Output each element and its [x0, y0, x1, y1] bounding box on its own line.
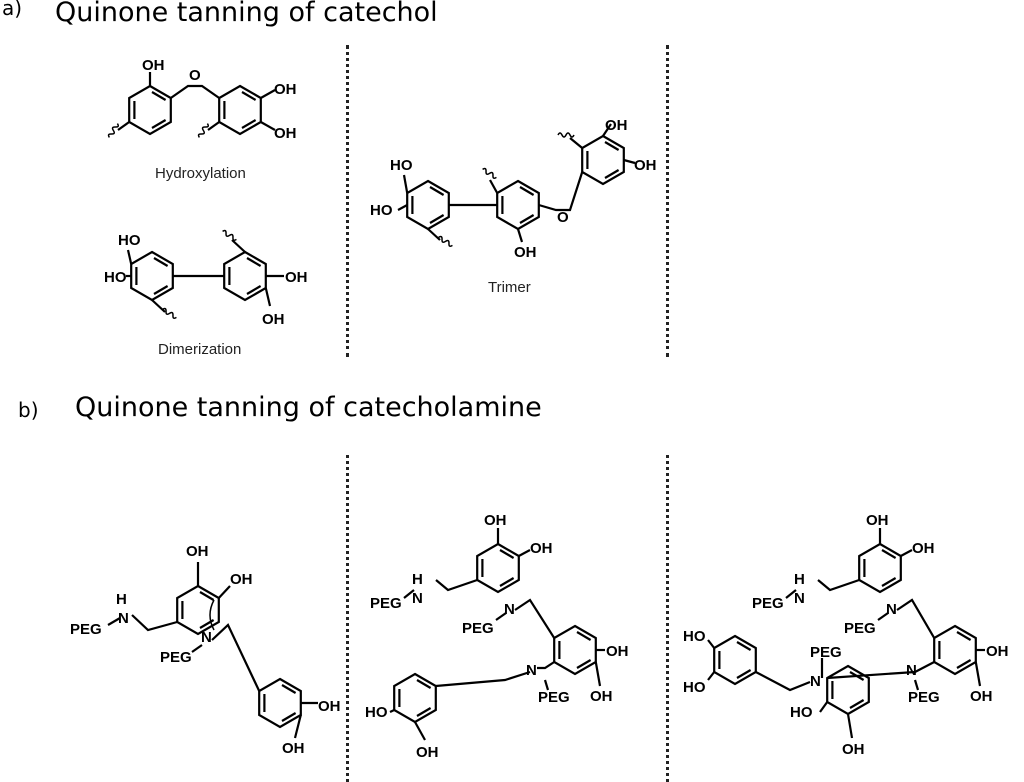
catecholamine-structure-3: OH OH H N PEG N PEG HO HO PEG N N PEG OH… [683, 512, 1009, 758]
atom-label: PEG [160, 649, 192, 666]
atom-label: PEG [370, 595, 402, 612]
atom-label: OH [606, 643, 629, 660]
atom-label: OH [986, 643, 1009, 660]
atom-label: HO [104, 269, 127, 286]
hydroxylation-structure: OH O OH OH Hydroxylation [106, 57, 297, 182]
atom-label: H [412, 571, 423, 588]
catecholamine-structure-1: OH OH H N PEG N PEG OH OH [70, 543, 341, 757]
atom-label: OH [186, 543, 209, 560]
caption-dimerization: Dimerization [158, 341, 241, 358]
atom-label: HO [790, 704, 813, 721]
caption-trimer: Trimer [488, 279, 531, 296]
atom-label: PEG [752, 595, 784, 612]
atom-label: HO [370, 202, 393, 219]
atom-label: OH [842, 741, 865, 758]
atom-label: H [794, 571, 805, 588]
atom-label: N [412, 590, 423, 607]
atom-label: H [116, 591, 127, 608]
atom-label: PEG [538, 689, 570, 706]
atom-label: N [794, 590, 805, 607]
atom-label: OH [318, 698, 341, 715]
panel-b-title: Quinone tanning of catecholamine [75, 392, 542, 423]
atom-label: O [189, 67, 201, 84]
atom-label: OH [866, 512, 889, 529]
atom-label: OH [274, 125, 297, 142]
caption-hydroxylation: Hydroxylation [155, 165, 246, 182]
atom-label: HO [683, 679, 706, 696]
atom-label: O [557, 209, 569, 226]
atom-label: N [886, 601, 897, 618]
atom-label: OH [416, 744, 439, 761]
atom-label: HO [683, 628, 706, 645]
atom-label: OH [970, 688, 993, 705]
atom-label: OH [230, 571, 253, 588]
divider [666, 455, 669, 782]
atom-label: OH [262, 311, 285, 328]
atom-label: OH [530, 540, 553, 557]
atom-label: N [906, 662, 917, 679]
divider [346, 455, 349, 782]
atom-label: OH [142, 57, 165, 74]
atom-label: PEG [810, 644, 842, 661]
atom-label: HO [118, 232, 141, 249]
dimerization-structure: HO HO OH OH Dimerization [104, 228, 308, 358]
panel-a-label: a) [2, 0, 23, 20]
divider [666, 45, 669, 357]
atom-label: OH [634, 157, 657, 174]
atom-label: N [504, 601, 515, 618]
atom-label: OH [590, 688, 613, 705]
atom-label: PEG [844, 620, 876, 637]
atom-label: PEG [908, 689, 940, 706]
atom-label: OH [484, 512, 507, 529]
catecholamine-structure-2: OH OH H N PEG N PEG N PEG OH OH HO OH [365, 512, 629, 761]
divider [346, 45, 349, 357]
atom-label: OH [514, 244, 537, 261]
atom-label: PEG [70, 621, 102, 638]
atom-label: PEG [462, 620, 494, 637]
panel-b-label: b) [18, 398, 39, 422]
atom-label: N [201, 629, 212, 646]
atom-label: OH [274, 81, 297, 98]
trimer-structure: HO HO OH O OH OH Trimer [370, 117, 657, 296]
atom-label: OH [285, 269, 308, 286]
atom-label: N [118, 610, 129, 627]
atom-label: HO [390, 157, 413, 174]
atom-label: OH [912, 540, 935, 557]
atom-label: OH [605, 117, 628, 134]
atom-label: HO [365, 704, 388, 721]
atom-label: N [810, 673, 821, 690]
atom-label: N [526, 662, 537, 679]
atom-label: OH [282, 740, 305, 757]
panel-a-title: Quinone tanning of catechol [55, 0, 438, 28]
